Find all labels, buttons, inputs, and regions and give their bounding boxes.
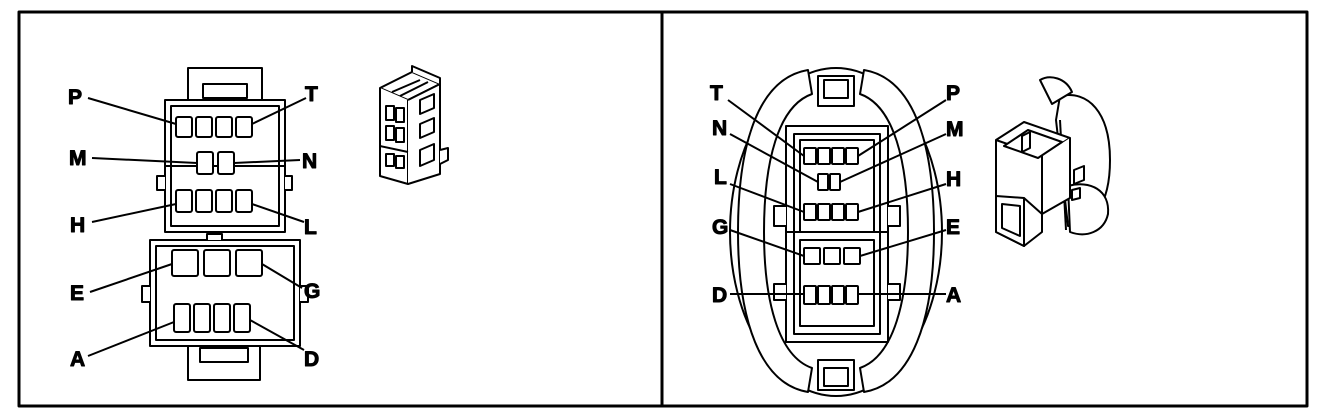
cavity — [845, 203, 859, 221]
cavity — [817, 173, 829, 191]
cavity-label-a-right: A — [946, 284, 961, 307]
cavity — [195, 116, 213, 138]
cavity — [175, 116, 193, 138]
cavity — [803, 147, 817, 165]
cavity — [803, 247, 821, 265]
cavity — [829, 173, 841, 191]
cavity-label-a-left: A — [70, 348, 85, 371]
cavity — [845, 147, 859, 165]
cavity — [817, 285, 831, 305]
left-panel: P T M N H L E G A D — [68, 65, 449, 381]
left-cavities — [171, 116, 263, 333]
cavity — [196, 151, 214, 175]
cavity — [823, 247, 841, 265]
cavity — [845, 285, 859, 305]
cavity — [843, 247, 861, 265]
cavity-label-l-right: L — [714, 166, 727, 189]
cavity-label-e-left: E — [70, 282, 84, 305]
cavity — [831, 285, 845, 305]
cavity-label-e-right: E — [946, 216, 960, 239]
left-leader-lines — [87, 97, 307, 357]
cavity — [193, 303, 211, 333]
cavity-label-t-left: T — [305, 83, 318, 106]
left-connector-perspective — [379, 65, 449, 185]
cavity — [803, 203, 817, 221]
cavity — [831, 203, 845, 221]
cavity — [203, 249, 231, 277]
cavity — [235, 189, 253, 213]
cavity-label-m-right: M — [946, 118, 964, 141]
cavity-label-p-right: P — [946, 82, 960, 105]
cavity-label-h-right: H — [946, 168, 961, 191]
cavity — [215, 189, 233, 213]
cavity-label-d-right: D — [712, 284, 727, 307]
cavity — [175, 189, 193, 213]
cavity — [817, 203, 831, 221]
cavity — [803, 285, 817, 305]
cavity-label-n-left: N — [302, 150, 317, 173]
cavity — [217, 151, 235, 175]
cavity — [233, 303, 251, 333]
cavity-label-n-right: N — [712, 117, 727, 140]
cavity — [195, 189, 213, 213]
cavity — [173, 303, 191, 333]
cavity-label-d-left: D — [304, 348, 319, 371]
cavity — [171, 249, 199, 277]
cavity-label-t-right: T — [710, 82, 723, 105]
cavity — [215, 116, 233, 138]
cavity — [817, 147, 831, 165]
cavity — [235, 249, 263, 277]
cavity-label-g-right: G — [712, 216, 728, 239]
cavity-label-l-left: L — [304, 216, 317, 239]
right-connector-perspective — [995, 76, 1111, 247]
left-connector-face — [141, 67, 309, 381]
cavity — [213, 303, 231, 333]
right-panel: T P N M L H G E D A — [710, 67, 1111, 397]
right-leader-lines — [727, 99, 947, 295]
cavity — [831, 147, 845, 165]
cavity — [235, 116, 253, 138]
cavity-label-h-left: H — [70, 214, 85, 237]
cavity-label-p-left: P — [68, 86, 82, 109]
cavity-label-m-left: M — [69, 147, 87, 170]
cavity-label-g-left: G — [304, 280, 320, 303]
